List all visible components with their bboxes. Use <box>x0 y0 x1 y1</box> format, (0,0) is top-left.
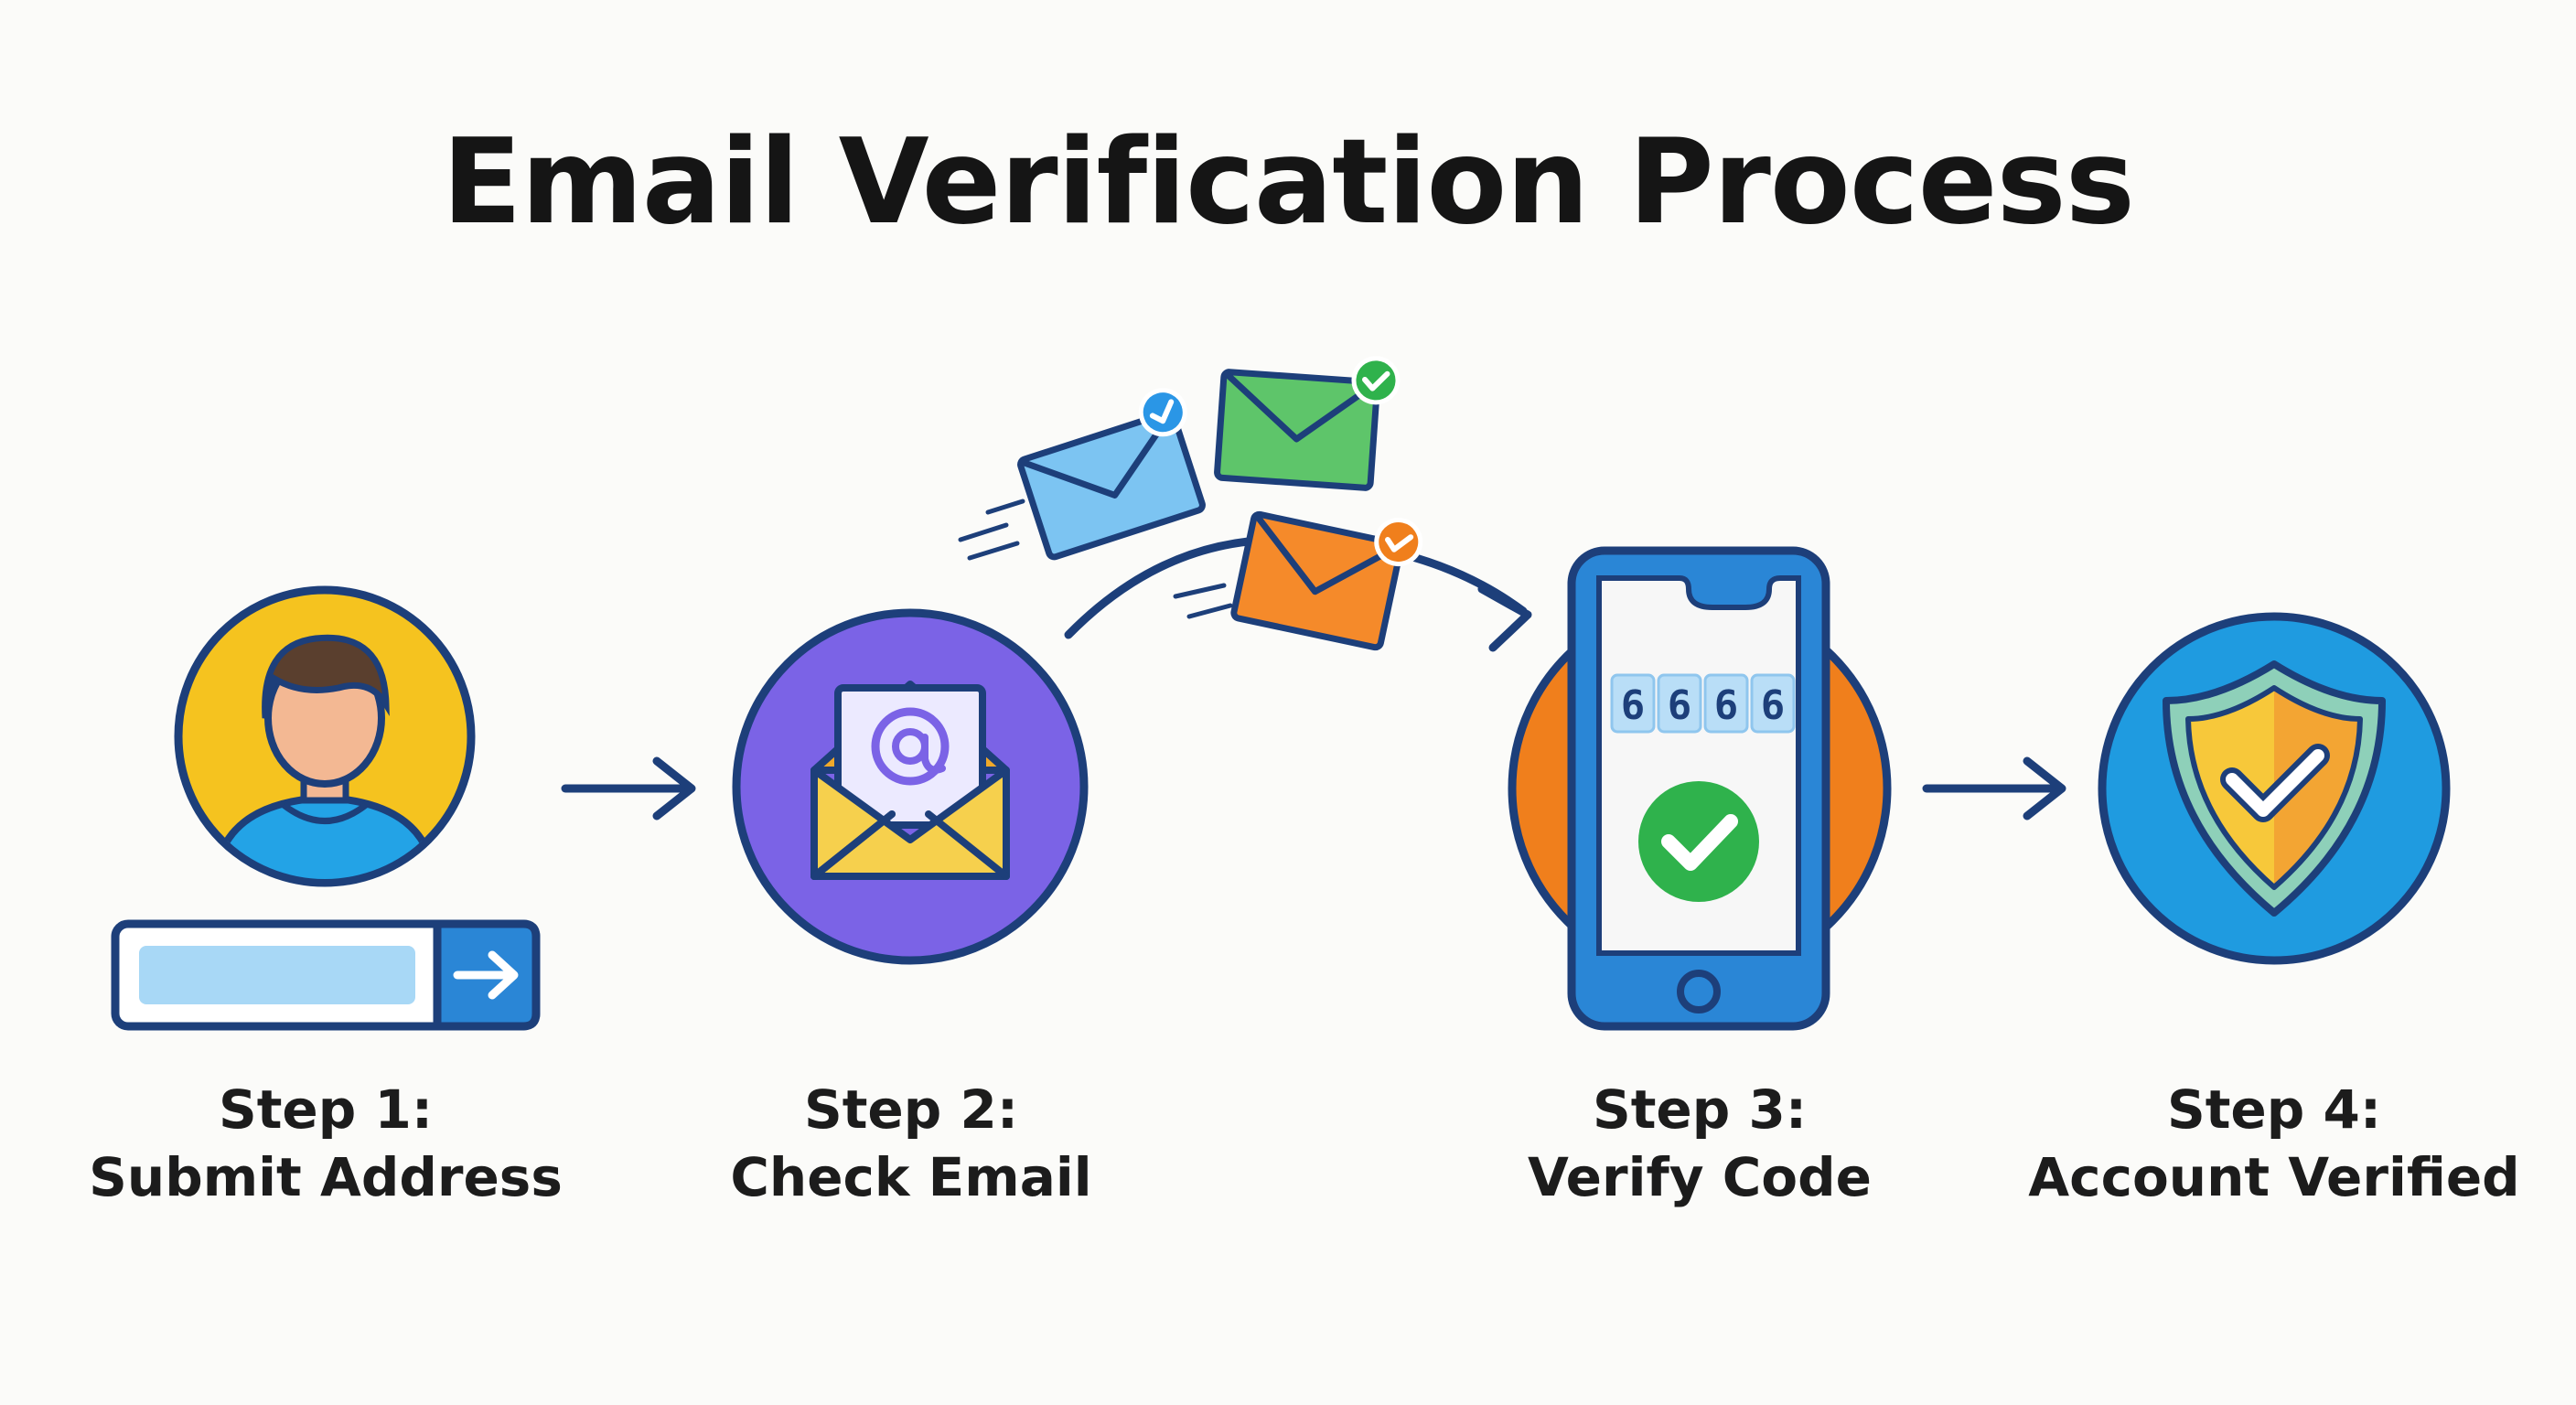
code-digit: 6 <box>1714 682 1739 729</box>
at-sign-icon <box>871 707 950 786</box>
check-badge-icon <box>1351 356 1401 405</box>
step-name: Verify Code <box>1527 1146 1873 1208</box>
address-input-bar <box>111 919 541 1031</box>
step-label: Step 3: Verify Code <box>1416 1076 1983 1211</box>
code-digit: 6 <box>1761 682 1786 729</box>
step-name: Account Verified <box>2028 1146 2520 1208</box>
step-name: Submit Address <box>89 1146 563 1208</box>
check-badge-icon <box>1138 388 1187 437</box>
code-digit: 6 <box>1621 682 1646 729</box>
code-digit: 6 <box>1668 682 1692 729</box>
check-badge-icon <box>1374 518 1423 567</box>
step-label: Step 2: Check Email <box>628 1076 1195 1211</box>
green-check-icon <box>1638 781 1759 902</box>
step-number: Step 4: <box>2166 1078 2382 1141</box>
shield-check-icon <box>2098 612 2451 965</box>
step-label: Step 4: Account Verified <box>1991 1076 2558 1211</box>
green-envelope-icon <box>1214 356 1401 491</box>
flow-arrow <box>1922 756 2066 820</box>
step-number: Step 1: <box>218 1078 434 1141</box>
step-number: Step 2: <box>803 1078 1019 1141</box>
blue-envelope-icon <box>1017 388 1206 561</box>
envelope-at-icon <box>732 608 1089 965</box>
step-number: Step 3: <box>1592 1078 1808 1141</box>
arrow-right-icon <box>453 950 519 1000</box>
step-name: Check Email <box>730 1146 1092 1208</box>
page-title: Email Verification Process <box>442 114 2135 251</box>
flow-arrow <box>561 756 696 820</box>
code-digits: 6 6 6 6 <box>1610 673 1796 734</box>
orange-envelope-icon <box>1230 510 1423 651</box>
step-label: Step 1: Submit Address <box>42 1076 609 1211</box>
user-avatar-icon <box>174 585 476 887</box>
